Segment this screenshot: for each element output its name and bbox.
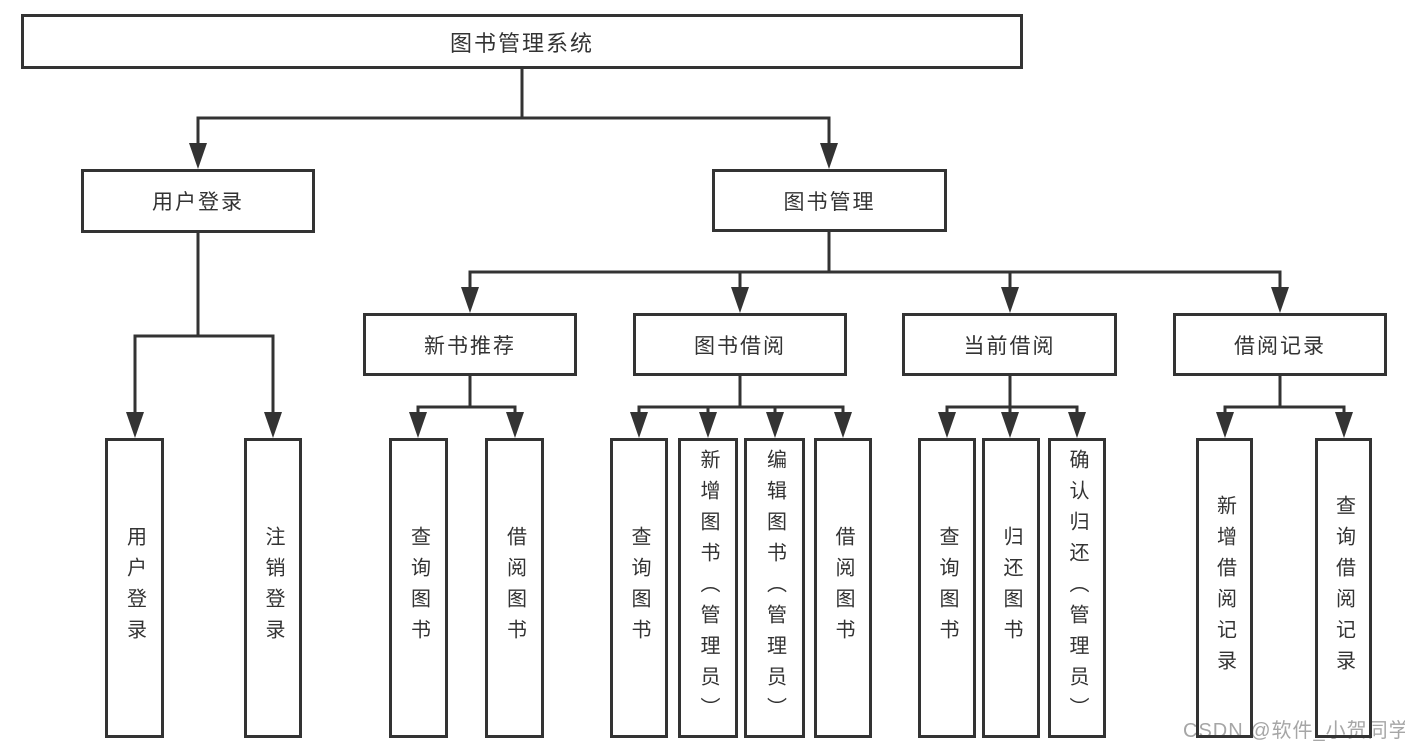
- leaf-return-book-label: 归还图书: [1000, 526, 1022, 650]
- leaf-add-book-admin: 新增图书（管理员）: [678, 438, 738, 738]
- leaf-user-login: 用户登录: [105, 438, 164, 738]
- leaf-add-book-admin-label: 新增图书（管理员）: [697, 448, 719, 728]
- arrowheads: [126, 143, 1353, 438]
- node-borrow-records: 借阅记录: [1173, 313, 1387, 376]
- leaf-add-borrow-record-label: 新增借阅记录: [1213, 495, 1236, 681]
- leaf-confirm-return-admin: 确认归还（管理员）: [1048, 438, 1106, 738]
- connector-current-borrow-splitter: [945, 405, 1079, 413]
- node-new-book-recommend-label: 新书推荐: [424, 334, 516, 358]
- leaf-edit-book-admin: 编辑图书（管理员）: [744, 438, 805, 738]
- leaf-query-books-borrow: 查询图书: [610, 438, 668, 738]
- connector-new-book-splitter: [416, 405, 517, 413]
- leaf-query-books-borrow-label: 查询图书: [628, 526, 650, 650]
- leaf-confirm-return-admin-label: 确认归还（管理员）: [1066, 448, 1088, 728]
- leaf-add-borrow-record: 新增借阅记录: [1196, 438, 1253, 738]
- leaf-borrow-books-borrow: 借阅图书: [814, 438, 872, 738]
- leaf-query-books-current: 查询图书: [918, 438, 976, 738]
- node-root-label: 图书管理系统: [449, 30, 594, 56]
- leaf-logout: 注销登录: [244, 438, 302, 738]
- leaf-logout-label: 注销登录: [262, 526, 284, 650]
- leaf-query-borrow-record: 查询借阅记录: [1315, 438, 1372, 738]
- node-book-borrow: 图书借阅: [633, 313, 847, 376]
- leaf-borrow-books-borrow-label: 借阅图书: [832, 526, 854, 650]
- leaf-query-books-newbook-label: 查询图书: [407, 526, 430, 650]
- node-user-login-label: 用户登录: [152, 191, 244, 214]
- node-new-book-recommend: 新书推荐: [363, 313, 577, 376]
- node-user-login: 用户登录: [81, 169, 315, 233]
- node-borrow-records-label: 借阅记录: [1234, 334, 1326, 358]
- leaf-query-books-current-label: 查询图书: [936, 526, 958, 650]
- node-root: 图书管理系统: [21, 14, 1023, 69]
- leaf-borrow-books-newbook-label: 借阅图书: [503, 526, 526, 650]
- connector-level2-splitter: [196, 116, 831, 145]
- node-book-management: 图书管理: [712, 169, 947, 232]
- leaf-query-borrow-record-label: 查询借阅记录: [1332, 495, 1355, 681]
- connector-borrow-records-splitter: [1223, 405, 1346, 413]
- leaf-query-books-newbook: 查询图书: [389, 438, 448, 738]
- leaf-user-login-label: 用户登录: [123, 526, 146, 650]
- leaf-borrow-books-newbook: 借阅图书: [485, 438, 544, 738]
- leaf-edit-book-admin-label: 编辑图书（管理员）: [763, 448, 786, 728]
- connector-level3-splitter: [468, 270, 1282, 289]
- leaf-return-book: 归还图书: [982, 438, 1040, 738]
- node-current-borrow-label: 当前借阅: [963, 334, 1056, 358]
- node-book-borrow-label: 图书借阅: [694, 334, 786, 358]
- connector-user-login-splitter: [133, 334, 275, 413]
- connector-book-borrow-splitter: [637, 405, 845, 413]
- node-current-borrow: 当前借阅: [902, 313, 1117, 376]
- node-book-management-label: 图书管理: [783, 190, 876, 214]
